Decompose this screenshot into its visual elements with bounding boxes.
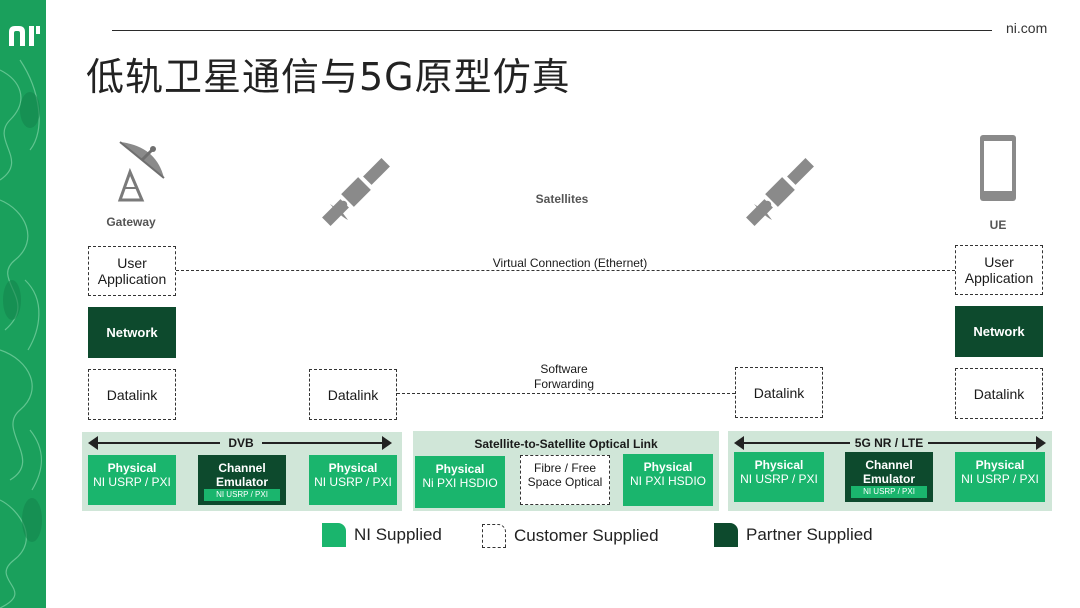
channel-emulator-title: Channel Emulator: [215, 461, 268, 489]
legend-partner-supplied: Partner Supplied: [714, 523, 873, 547]
gateway-label: Gateway: [106, 215, 156, 229]
legend-swatch-customer: [482, 524, 506, 548]
user-application-left: User Application: [88, 246, 176, 296]
ni-logo-icon: [9, 26, 40, 46]
header-rule: [112, 30, 992, 31]
physical-title: Physical: [754, 458, 804, 472]
arrow-line: [742, 442, 850, 444]
arrow-line: [96, 442, 220, 444]
arrow-line: [928, 442, 1036, 444]
physical-body: NI USRP / PXI: [93, 475, 171, 489]
satellite-icon: [744, 156, 816, 228]
legend-swatch-ni: [322, 523, 346, 547]
physical-title: Physical: [643, 460, 693, 474]
virtual-connection-line: [176, 270, 955, 271]
datalink-right: Datalink: [955, 368, 1043, 419]
network-left: Network: [88, 307, 176, 358]
channel-emulator-nr: Channel Emulator NI USRP / PXI: [845, 452, 933, 502]
physical-body: NI PXI HSDIO: [629, 474, 706, 488]
nr-title: 5G NR / LTE: [854, 436, 924, 450]
arrow-right-icon: [1036, 436, 1046, 450]
ue-label: UE: [989, 218, 1007, 232]
physical-title: Physical: [328, 461, 378, 475]
arrow-left-icon: [734, 436, 744, 450]
physical-body: NI USRP / PXI: [740, 472, 818, 486]
satellite-icon: [320, 156, 392, 228]
channel-emulator-dvb: Channel Emulator NI USRP / PXI: [198, 455, 286, 505]
topographic-pattern-icon: [0, 59, 42, 608]
physical-box-dvb-left: Physical NI USRP / PXI: [88, 455, 176, 505]
ni-logo: [7, 22, 41, 48]
legend-swatch-partner: [714, 523, 738, 547]
legend-customer-supplied: Customer Supplied: [482, 524, 659, 548]
satellites-label: Satellites: [535, 192, 589, 206]
physical-box-nr-left: Physical NI USRP / PXI: [734, 452, 824, 502]
datalink-left: Datalink: [88, 369, 176, 420]
satellite-dish-icon: [106, 138, 168, 202]
virtual-connection-label: Virtual Connection (Ethernet): [470, 256, 670, 270]
software-forwarding-line: [397, 393, 735, 394]
arrow-right-icon: [382, 436, 392, 450]
channel-emulator-sub: NI USRP / PXI: [851, 486, 927, 498]
channel-emulator-sub: NI USRP / PXI: [204, 489, 280, 501]
network-right: Network: [955, 306, 1043, 357]
software-forwarding-label: Software Forwarding: [533, 362, 595, 391]
physical-title: Physical: [107, 461, 157, 475]
legend-partner-label: Partner Supplied: [746, 525, 873, 544]
physical-box-optical-right: Physical NI PXI HSDIO: [623, 454, 713, 506]
datalink-satellite-right: Datalink: [735, 367, 823, 418]
dvb-title: DVB: [228, 436, 254, 450]
fibre-optical-box: Fibre / Free Space Optical: [520, 455, 610, 505]
legend-ni-supplied: NI Supplied: [322, 523, 442, 547]
physical-box-nr-right: Physical NI USRP / PXI: [955, 452, 1045, 502]
datalink-satellite-left: Datalink: [309, 369, 397, 420]
physical-title: Physical: [975, 458, 1025, 472]
optical-title: Satellite-to-Satellite Optical Link: [474, 437, 658, 451]
phone-icon: [979, 134, 1017, 202]
channel-emulator-title: Channel Emulator: [862, 458, 915, 486]
legend-ni-label: NI Supplied: [354, 525, 442, 544]
physical-title: Physical: [435, 462, 485, 476]
page-title: 低轨卫星通信与5G原型仿真: [86, 55, 571, 99]
physical-body: NI USRP / PXI: [314, 475, 392, 489]
physical-box-dvb-right: Physical NI USRP / PXI: [309, 455, 397, 505]
site-link[interactable]: ni.com: [1006, 20, 1048, 36]
sidebar-decoration: [0, 0, 46, 608]
physical-body: Ni PXI HSDIO: [422, 476, 498, 490]
physical-box-optical-left: Physical Ni PXI HSDIO: [415, 456, 505, 508]
arrow-line: [262, 442, 382, 444]
user-application-right: User Application: [955, 245, 1043, 295]
physical-body: NI USRP / PXI: [961, 472, 1039, 486]
arrow-left-icon: [88, 436, 98, 450]
legend-customer-label: Customer Supplied: [514, 526, 659, 545]
